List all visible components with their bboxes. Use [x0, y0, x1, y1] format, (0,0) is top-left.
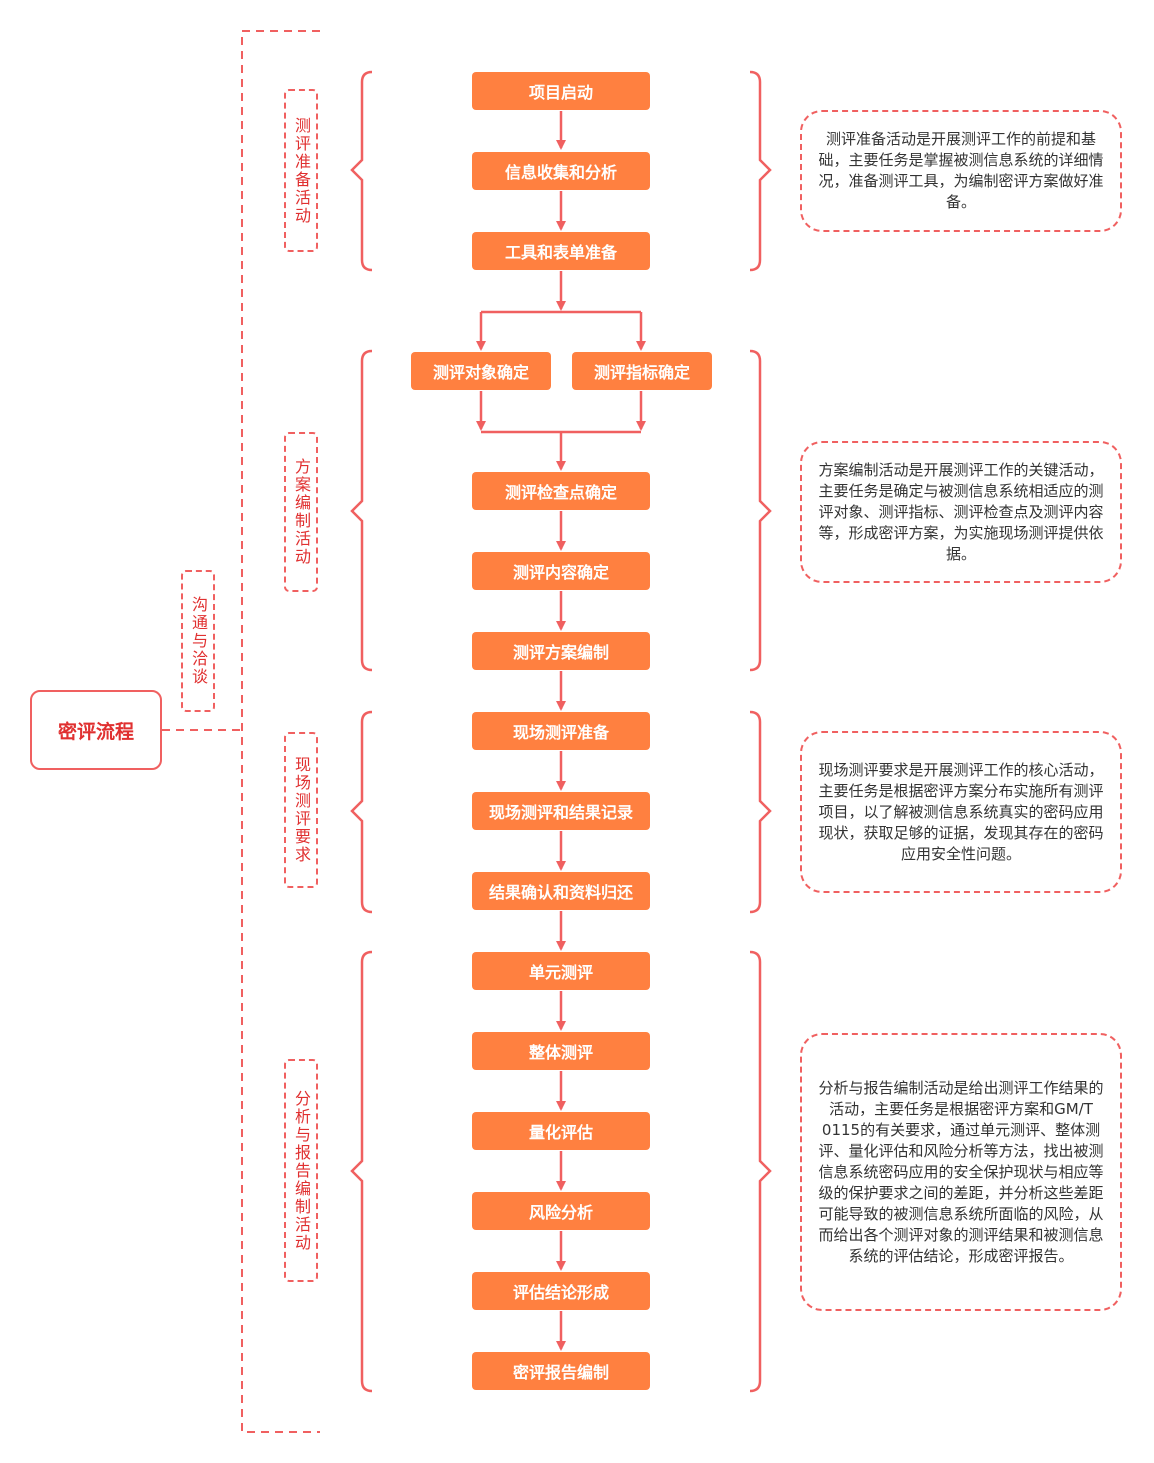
phase-label-text: 现场测评要求 [292, 756, 311, 864]
phase-label-report: 分析与报告编制活动 [284, 1059, 318, 1282]
description-preparation: 测评准备活动是开展测评工作的前提和基础，主要任务是掌握被测信息系统的详细情况，准… [800, 110, 1122, 232]
step-tool-prep: 工具和表单准备 [472, 232, 650, 270]
outer-frame-line [241, 30, 320, 1433]
step-object-confirm: 测评对象确定 [411, 352, 551, 390]
step-unit-eval: 单元测评 [472, 952, 650, 990]
step-info-collection: 信息收集和分析 [472, 152, 650, 190]
phase-4-right-brace [749, 950, 772, 1393]
description-text: 方案编制活动是开展测评工作的关键活动，主要任务是确定与被测信息系统相适应的测评对… [818, 460, 1104, 563]
step-report-compile: 密评报告编制 [472, 1352, 650, 1390]
phase-4-left-brace [350, 950, 373, 1393]
description-report: 分析与报告编制活动是给出测评工作结果的活动，主要任务是根据密评方案和GM/T 0… [800, 1033, 1122, 1311]
root-node: 密评流程 [30, 690, 162, 770]
step-conclusion: 评估结论形成 [472, 1272, 650, 1310]
phase-1-left-brace [350, 70, 373, 272]
phase-label-plan: 方案编制活动 [284, 432, 318, 592]
phase-3-left-brace [350, 710, 373, 914]
step-indicator-confirm: 测评指标确定 [572, 352, 712, 390]
description-plan: 方案编制活动是开展测评工作的关键活动，主要任务是确定与被测信息系统相适应的测评对… [800, 441, 1122, 583]
phase-2-left-brace [350, 349, 373, 672]
phase-1-right-brace [749, 70, 772, 272]
step-plan-compile: 测评方案编制 [472, 632, 650, 670]
step-project-start: 项目启动 [472, 72, 650, 110]
description-text: 现场测评要求是开展测评工作的核心活动，主要任务是根据密评方案分布实施所有测评项目… [818, 760, 1104, 863]
communication-label: 沟通与洽谈 [181, 570, 215, 712]
step-content-confirm: 测评内容确定 [472, 552, 650, 590]
phase-2-right-brace [749, 349, 772, 672]
step-result-confirm: 结果确认和资料归还 [472, 872, 650, 910]
phase-label-text: 分析与报告编制活动 [292, 1089, 311, 1252]
description-onsite: 现场测评要求是开展测评工作的核心活动，主要任务是根据密评方案分布实施所有测评项目… [800, 731, 1122, 893]
communication-text: 沟通与洽谈 [189, 596, 208, 686]
phase-label-text: 方案编制活动 [292, 458, 311, 566]
step-risk-analysis: 风险分析 [472, 1192, 650, 1230]
step-overall-eval: 整体测评 [472, 1032, 650, 1070]
phase-label-onsite: 现场测评要求 [284, 732, 318, 888]
phase-3-right-brace [749, 710, 772, 914]
step-checkpoint-confirm: 测评检查点确定 [472, 472, 650, 510]
phase-label-text: 测评准备活动 [292, 116, 311, 225]
description-text: 测评准备活动是开展测评工作的前提和基础，主要任务是掌握被测信息系统的详细情况，准… [818, 130, 1104, 211]
description-text: 分析与报告编制活动是给出测评工作结果的活动，主要任务是根据密评方案和GM/T 0… [818, 1078, 1104, 1265]
step-onsite-prep: 现场测评准备 [472, 712, 650, 750]
step-onsite-record: 现场测评和结果记录 [472, 792, 650, 830]
step-quant-assess: 量化评估 [472, 1112, 650, 1150]
phase-label-preparation: 测评准备活动 [284, 89, 318, 252]
